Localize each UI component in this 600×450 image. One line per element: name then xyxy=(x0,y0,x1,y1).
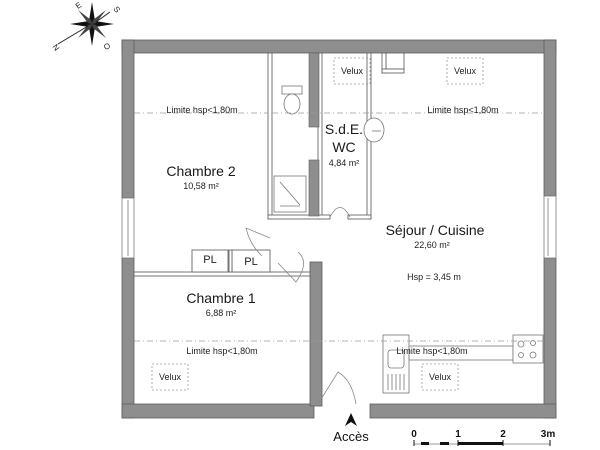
sink-icon xyxy=(363,117,385,143)
toilet-icon xyxy=(281,85,303,115)
scale-tick-2: 2 xyxy=(500,429,506,440)
compass-rose-icon xyxy=(57,2,114,46)
chambre-divider xyxy=(133,271,311,277)
room-name-chambre-1: Chambre 1 xyxy=(186,290,256,306)
room-name-sejour: Séjour / Cuisine xyxy=(385,222,485,238)
kitchen-counter xyxy=(382,334,544,394)
velux-label-chambre-1: Velux xyxy=(158,372,182,382)
window-left xyxy=(121,197,135,259)
room-area-sejour: 22,60 m² xyxy=(414,240,450,250)
entrance-arrow-icon xyxy=(345,413,357,426)
wall-chambre1-sejour xyxy=(309,261,323,407)
closets xyxy=(191,249,271,273)
wc-divider xyxy=(308,52,320,128)
limit-label-sejour-bottom: Limite hsp<1,80m xyxy=(396,346,468,356)
room-area-sde: 4,84 m² xyxy=(328,158,360,168)
velux-label-sejour-bottom: Velux xyxy=(428,372,452,382)
shower-divider xyxy=(308,159,320,217)
closet-label-2: PL xyxy=(244,256,258,268)
room-area-chambre-2: 10,58 m² xyxy=(183,181,219,191)
scale-tick-1: 1 xyxy=(455,429,461,440)
room-name-chambre-2: Chambre 2 xyxy=(166,163,236,179)
limit-label-chambre-1: Limite hsp<1,80m xyxy=(186,346,258,356)
closet-label-1: PL xyxy=(203,254,217,266)
velux-boxes xyxy=(151,57,484,391)
limit-lines xyxy=(134,112,544,342)
scale-tick-0: 0 xyxy=(411,429,417,440)
velux-label-sde: Velux xyxy=(340,66,364,76)
window-right xyxy=(543,195,557,259)
scale-bar xyxy=(413,440,551,446)
limit-label-sejour-top: Limite hsp<1,80m xyxy=(427,105,499,115)
ceiling-height-note: Hsp = 3,45 m xyxy=(407,272,461,282)
limit-label-chambre-2: Limite hsp<1,80m xyxy=(166,105,238,115)
shower-icon xyxy=(273,175,307,213)
entrance-label: Accès xyxy=(333,429,369,444)
outer-walls xyxy=(121,39,557,419)
room-name-wc: WC xyxy=(332,139,356,155)
room-area-chambre-1: 6,88 m² xyxy=(205,308,237,318)
velux-label-sejour-top: Velux xyxy=(453,66,477,76)
room-name-sde: S.d.E. xyxy=(324,121,364,137)
doors xyxy=(245,207,357,405)
scale-tick-3m: 3m xyxy=(540,429,556,440)
